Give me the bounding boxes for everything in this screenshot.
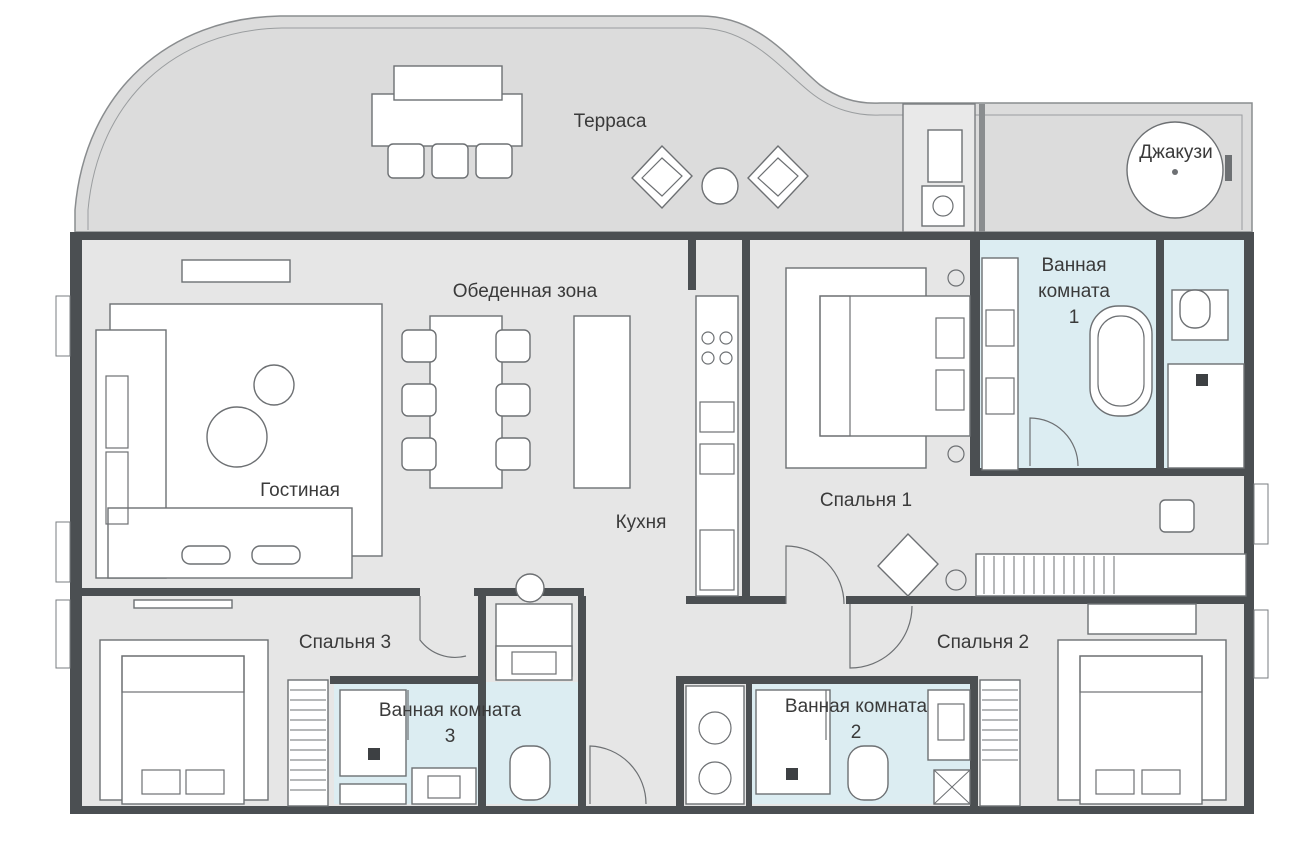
bedroom-2-furniture — [933, 603, 1227, 807]
door-swings — [407, 417, 1079, 805]
terrace-railing — [87, 27, 1243, 230]
label-living-room: Гостиная — [260, 480, 340, 501]
bathroom-3-fixtures — [339, 573, 573, 805]
living-room-furniture — [95, 259, 383, 579]
label-bathroom-1-line1: Ванная — [1041, 255, 1106, 276]
bathroom-1-fixtures — [981, 257, 1245, 471]
terrace-armchairs — [631, 144, 809, 210]
bedroom-3-furniture — [99, 599, 329, 807]
jacuzzi — [1126, 121, 1232, 219]
label-bathroom-2-line1: Ванная комната — [785, 696, 928, 717]
label-bathroom-1-line3: 1 — [1069, 307, 1080, 328]
kitchen — [573, 295, 739, 597]
dining-table — [401, 315, 531, 489]
label-bathroom-3-line2: 3 — [445, 726, 456, 747]
label-bathroom-3-line1: Ванная комната — [379, 700, 522, 721]
terrace-dining-table — [371, 65, 523, 179]
bedroom-1-furniture — [785, 267, 1247, 598]
label-dining-area: Обеденная зона — [453, 281, 598, 302]
label-bathroom-2-line2: 2 — [851, 722, 862, 743]
label-kitchen: Кухня — [616, 512, 667, 533]
label-bedroom-2: Спальня 2 — [937, 632, 1029, 653]
label-bathroom-1-line2: комната — [1038, 281, 1110, 302]
bathroom-2-fixtures — [685, 685, 971, 805]
windows — [55, 295, 1269, 679]
label-bedroom-3: Спальня 3 — [299, 632, 391, 653]
label-jacuzzi: Джакузи — [1139, 142, 1213, 163]
label-terrace: Терраса — [574, 111, 647, 132]
walls — [70, 232, 1254, 814]
label-bedroom-1: Спальня 1 — [820, 490, 912, 511]
